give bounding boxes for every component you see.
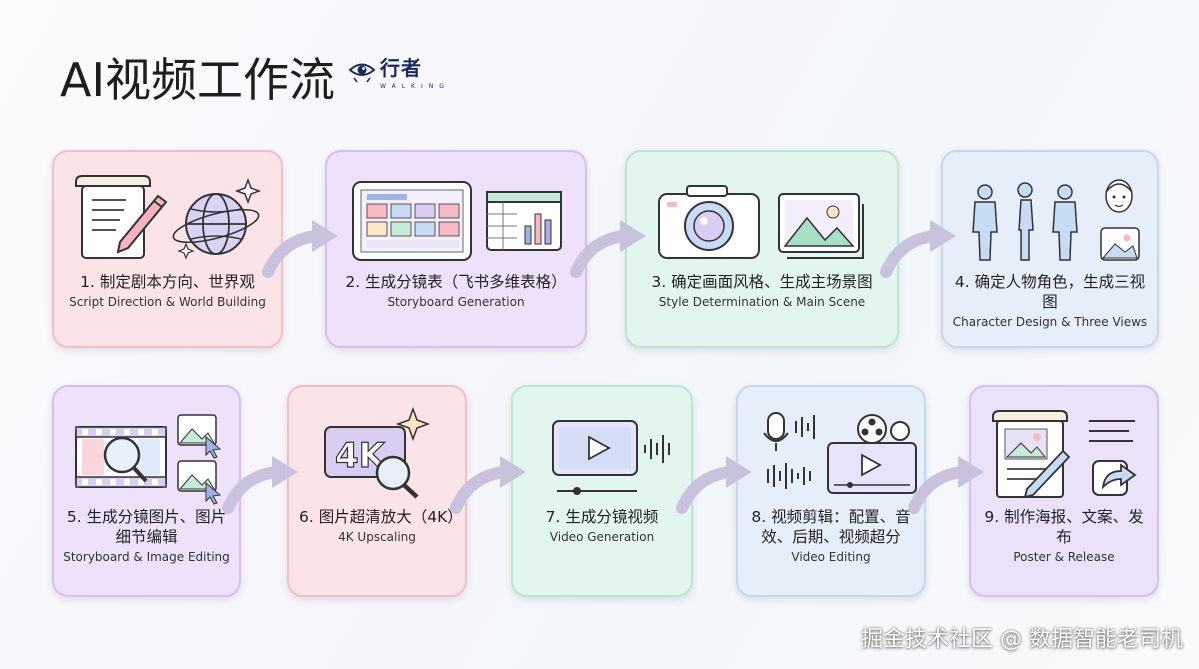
sparkle-icon: [177, 177, 262, 260]
step-4-sublabel: Character Design & Three Views: [952, 315, 1148, 329]
pencil-icon: [116, 194, 168, 254]
step-7-label: 7. 生成分镜视频: [545, 508, 659, 526]
step-card-4: 4. 确定人物角色，生成三视图 Character Design & Three…: [941, 150, 1159, 348]
step-3-label: 3. 确定画面风格、生成主场景图: [651, 273, 873, 291]
step-8-label: 8. 视频剪辑：配置、音效、后期、视频超分: [751, 508, 911, 546]
microphone-icon: [763, 412, 789, 451]
step-9-sublabel: Poster & Release: [1013, 550, 1115, 564]
tablet-storyboard-icon: [352, 181, 472, 261]
camera-icon: [658, 185, 760, 259]
script-icon: [75, 175, 151, 259]
step-4-icons: [943, 152, 1157, 272]
step-7-icons: [513, 387, 691, 507]
step-6-label: 6. 图片超清放大（4K）: [299, 508, 463, 526]
step-9-label: 9. 制作海报、文案、发布: [984, 508, 1144, 546]
share-icon: [1092, 460, 1137, 496]
step-2-label: 2. 生成分镜表（飞书多维表格）: [345, 273, 567, 291]
poster-icon: [992, 410, 1071, 499]
human-figures-icon: [972, 182, 1078, 261]
step-card-6: 4K 6. 图片超清放大（4K） 4K Upscaling: [287, 385, 467, 597]
eye-logo-icon: [348, 63, 376, 83]
step-9-icons: [971, 387, 1157, 507]
step-card-1: 1. 制定剧本方向、世界观 Script Direction & World B…: [52, 150, 283, 348]
arrow-6-7: [450, 456, 526, 514]
step-8-sublabel: Video Editing: [791, 550, 871, 564]
step-5-sublabel: Storyboard & Image Editing: [63, 550, 230, 564]
sound-wave-icon: [767, 415, 815, 489]
arrow-8-9: [908, 456, 984, 514]
portrait-image-icon: [1100, 227, 1140, 261]
step-5-label: 5. 生成分镜图片、图片细节编辑: [66, 508, 227, 546]
step-3-sublabel: Style Determination & Main Scene: [658, 295, 866, 309]
step-5-icons: [54, 387, 239, 507]
globe-icon: [172, 193, 260, 255]
step-8-icons: [738, 387, 924, 507]
page-title: AI视频工作流: [60, 53, 336, 107]
step-card-2: 2. 生成分镜表（飞书多维表格） Storyboard Generation: [325, 150, 587, 348]
sound-wave-icon: [644, 435, 670, 463]
step-6-sublabel: 4K Upscaling: [338, 530, 416, 544]
text-lines-icon: [1089, 420, 1135, 442]
landscape-icon: [778, 193, 864, 259]
step-1-label: 1. 制定剧本方向、世界观: [80, 273, 255, 291]
step-2-sublabel: Storyboard Generation: [387, 295, 525, 309]
cursor-image-icon: [177, 414, 222, 505]
step-7-sublabel: Video Generation: [549, 530, 655, 544]
arrow-7-8: [676, 456, 752, 514]
magnifier-icon: [375, 455, 419, 499]
arrow-3-4: [880, 220, 956, 278]
brand-logo: 行者 WALKING: [348, 58, 450, 90]
step-2-icons: [327, 152, 585, 272]
step-card-5: 5. 生成分镜图片、图片细节编辑 Storyboard & Image Edit…: [52, 385, 241, 597]
arrow-1-2: [262, 220, 338, 278]
magnifier-icon: [103, 436, 148, 483]
step-6-icons: 4K: [289, 387, 465, 507]
arrow-2-3: [570, 220, 646, 278]
watermark: 掘金技术社区 @ 数据智能老司机: [861, 627, 1183, 652]
sparkle-icon: [395, 406, 431, 442]
spreadsheet-chart-icon: [486, 191, 562, 251]
step-card-9: 9. 制作海报、文案、发布 Poster & Release: [969, 385, 1159, 597]
step-card-3: 3. 确定画面风格、生成主场景图 Style Determination & M…: [625, 150, 899, 348]
brand-name: 行者: [380, 56, 422, 80]
step-1-icons: [54, 152, 281, 272]
step-card-7: 7. 生成分镜视频 Video Generation: [511, 385, 693, 597]
film-reel-icon: [857, 414, 910, 444]
step-3-icons: [627, 152, 897, 272]
play-video-icon: [552, 420, 638, 495]
arrow-5-6: [222, 456, 298, 514]
step-card-8: 8. 视频剪辑：配置、音效、后期、视频超分 Video Editing: [736, 385, 926, 597]
step-1-sublabel: Script Direction & World Building: [69, 295, 266, 309]
face-icon: [1105, 179, 1133, 213]
step-4-label: 4. 确定人物角色，生成三视图: [954, 273, 1146, 311]
brand-subtitle: WALKING: [380, 83, 450, 90]
play-video-icon: [827, 442, 917, 494]
